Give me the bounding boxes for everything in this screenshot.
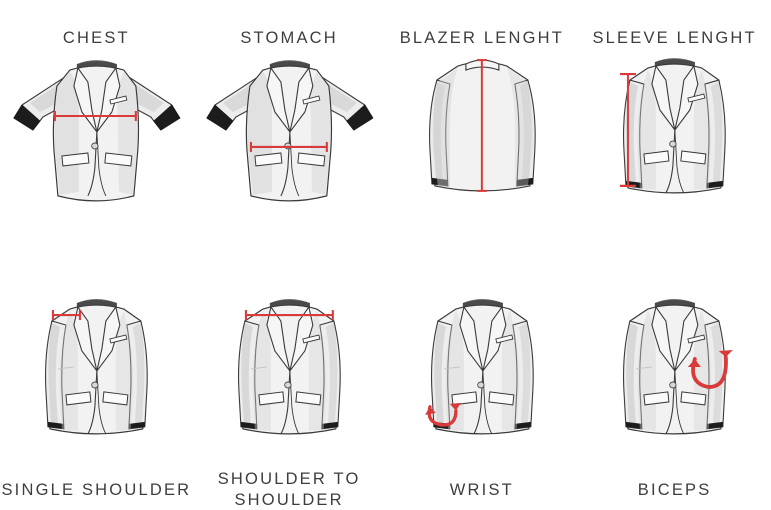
measure-line-chest	[53, 111, 137, 121]
measure-line-single-shoulder	[51, 310, 81, 321]
blazer-illustration-biceps	[578, 225, 771, 450]
panel-chest: CHEST	[0, 0, 193, 225]
panel-label-biceps: BICEPS	[637, 481, 712, 499]
panel-label-blazer-lenght: BLAZER LENGHT	[399, 29, 565, 47]
blazer-illustration-wrist	[386, 225, 579, 450]
panel-biceps: BICEPS	[578, 225, 771, 499]
measure-line-sleeve-lenght	[620, 72, 637, 188]
panel-label-sleeve-lenght: SLEEVE LENGHT	[592, 29, 757, 47]
measure-arrow-biceps	[688, 349, 734, 389]
panel-single-shoulder: SINGLE SHOULDER	[0, 225, 193, 499]
blazer-illustration-shoulder-to-shoulder	[193, 225, 386, 450]
panel-stomach: STOMACH	[193, 0, 386, 225]
measure-arrow-wrist	[424, 402, 461, 427]
panel-label-stomach: STOMACH	[240, 29, 338, 47]
panel-wrist: WRIST	[386, 225, 579, 499]
panel-sleeve-lenght: SLEEVE LENGHT	[578, 0, 771, 225]
panel-label-wrist: WRIST	[449, 481, 514, 499]
measure-line-shoulder-to-shoulder	[244, 310, 334, 321]
measure-line-blazer-lenght	[476, 59, 487, 192]
measure-line-stomach	[249, 141, 328, 152]
blazer-illustration-single-shoulder	[0, 225, 193, 450]
panel-label-chest: CHEST	[62, 29, 130, 47]
panel-blazer-lenght: BLAZER LENGHT	[386, 0, 579, 225]
panel-label-single-shoulder: SINGLE SHOULDER	[1, 481, 192, 499]
panel-label-shoulder-to-shoulder: SHOULDER TO SHOULDER	[217, 470, 361, 509]
panel-shoulder-to-shoulder: SHOULDER TO SHOULDER	[193, 225, 386, 509]
